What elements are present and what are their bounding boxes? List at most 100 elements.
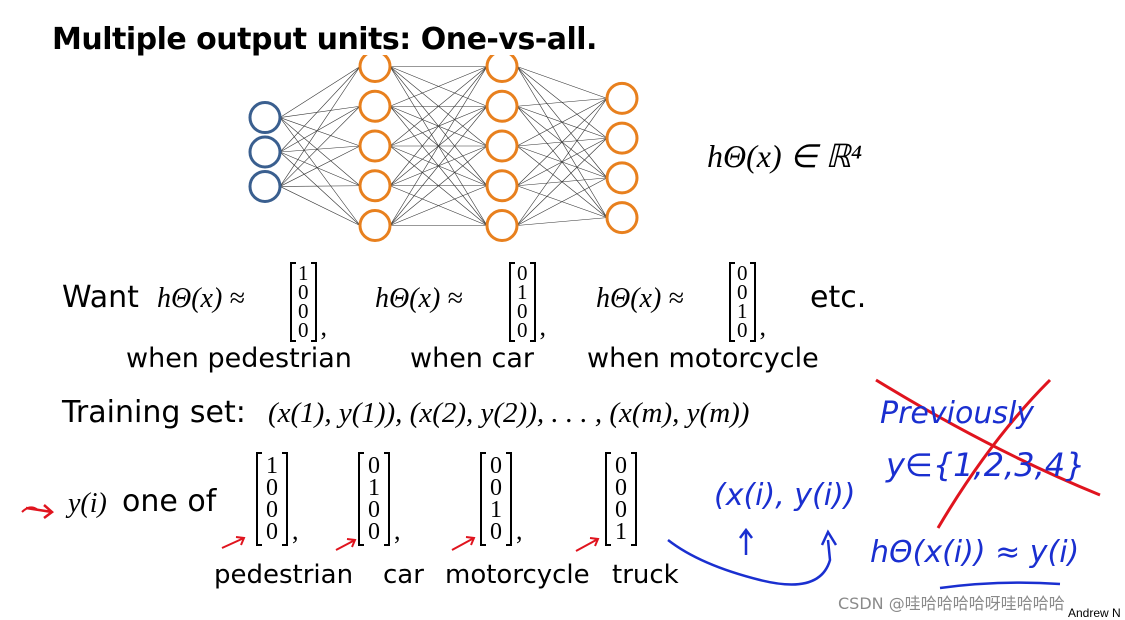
want-vector-entry: 0: [298, 299, 309, 323]
want-vector-entry: 0: [298, 280, 309, 304]
network-edge: [279, 66, 361, 118]
network-edge: [279, 105, 361, 118]
hidden-neuron: [485, 129, 519, 163]
hidden-neuron: [485, 169, 519, 203]
network-edge: [389, 66, 488, 107]
hidden-neuron: [358, 55, 392, 83]
approx-expr-3: hΘ(x) ≈: [596, 283, 684, 314]
network-edge: [279, 145, 361, 153]
class-vector-entry: 0: [266, 519, 278, 545]
class-vector-entry: 0: [490, 519, 502, 545]
annotation-previously: Previously: [880, 396, 1035, 431]
hidden-neuron: [358, 89, 392, 123]
class-vector-entry: 0: [368, 497, 380, 523]
class-vector-entry: 0: [615, 475, 627, 501]
class-vector-entry: 0: [368, 519, 380, 545]
training-set-label: Training set:: [62, 395, 246, 430]
want-vector-entry: 0: [737, 318, 748, 342]
author-credit: Andrew N: [1068, 606, 1121, 620]
want-vector-entry: 0: [517, 261, 528, 285]
neural-network-diagram: [248, 55, 639, 242]
network-edge: [516, 98, 608, 186]
approx-expr-1: hΘ(x) ≈: [157, 283, 245, 314]
output-neuron: [605, 121, 639, 155]
output-neuron: [605, 161, 639, 195]
output-neuron: [605, 201, 639, 235]
network-edge: [279, 151, 361, 187]
network-edge: [516, 217, 608, 226]
red-arrow-icon: [221, 536, 246, 549]
label-motorcycle: motorcycle: [445, 560, 590, 590]
want-vector-entry: 1: [517, 280, 528, 304]
annotation-approx-note: hΘ(x(i)) ≈ y(i): [870, 535, 1080, 570]
class-vector-entry: 0: [368, 453, 380, 479]
network-edge: [279, 151, 361, 226]
red-arrow-icon: [335, 538, 357, 551]
network-nodes: [248, 55, 639, 242]
network-edge: [389, 66, 488, 147]
network-edge: [279, 105, 361, 153]
network-edge: [279, 185, 361, 187]
caption-when-motorcycle: when motorcycle: [587, 343, 819, 374]
network-edge: [516, 98, 608, 147]
network-edge: [516, 177, 608, 226]
label-truck: truck: [612, 560, 679, 590]
class-vector-entry: 1: [266, 453, 278, 479]
want-label: Want: [62, 280, 139, 315]
hidden-neuron: [485, 89, 519, 123]
want-vector-entry: 1: [737, 299, 748, 323]
want-vector-entry: 0: [517, 299, 528, 323]
blue-up-arrow-icon: [739, 527, 753, 555]
class-vector-entry: 0: [490, 453, 502, 479]
hypothesis-range: hΘ(x) ∈ ℝ⁴: [707, 138, 862, 174]
one-of-label: one of: [122, 484, 217, 519]
hidden-neuron: [358, 209, 392, 242]
red-arrow-icon: [575, 537, 600, 552]
network-edge: [279, 66, 361, 187]
network-edge: [279, 117, 361, 147]
hidden-neuron: [485, 55, 519, 83]
network-edge: [389, 66, 488, 186]
output-neuron: [605, 81, 639, 115]
input-neuron: [248, 169, 282, 203]
network-edge: [389, 106, 488, 226]
network-edge: [279, 145, 361, 187]
class-vector-entry: 0: [615, 497, 627, 523]
class-vector-entry: 1: [490, 497, 502, 523]
annotation-pair-expr: (x(i), y(i)): [714, 478, 856, 513]
network-edge: [389, 66, 488, 226]
training-set-expr: (x(1), y(1)), (x(2), y(2)), . . . , (x(m…: [268, 397, 750, 429]
network-edge: [279, 117, 361, 226]
class-vector-entry: 0: [266, 497, 278, 523]
network-edges: [279, 66, 608, 226]
input-neuron: [248, 101, 282, 135]
hidden-neuron: [358, 169, 392, 203]
class-vector-entry: 1: [368, 475, 380, 501]
yi-label: y(i): [68, 488, 107, 519]
annotation-set-expr: y∈{1,2,3,4}: [886, 446, 1086, 484]
label-car: car: [383, 560, 424, 590]
want-vector-entry: 0: [517, 318, 528, 342]
network-edge: [279, 186, 361, 226]
want-vector-entry: 0: [737, 280, 748, 304]
want-vector-entry: 0: [737, 261, 748, 285]
input-neuron: [248, 135, 282, 169]
network-edge: [389, 145, 488, 226]
label-pedestrian: pedestrian: [214, 560, 354, 590]
blue-curve-arrow: [667, 539, 832, 586]
network-edge: [279, 117, 361, 186]
approx-expr-2: hΘ(x) ≈: [375, 283, 463, 314]
slide-title: Multiple output units: One-vs-all.: [52, 22, 597, 57]
network-edge: [279, 66, 361, 153]
hidden-neuron: [358, 129, 392, 163]
class-vector-entry: 1: [615, 519, 627, 545]
caption-when-car: when car: [410, 343, 534, 374]
network-edge: [516, 98, 608, 226]
network-edge: [516, 137, 608, 226]
